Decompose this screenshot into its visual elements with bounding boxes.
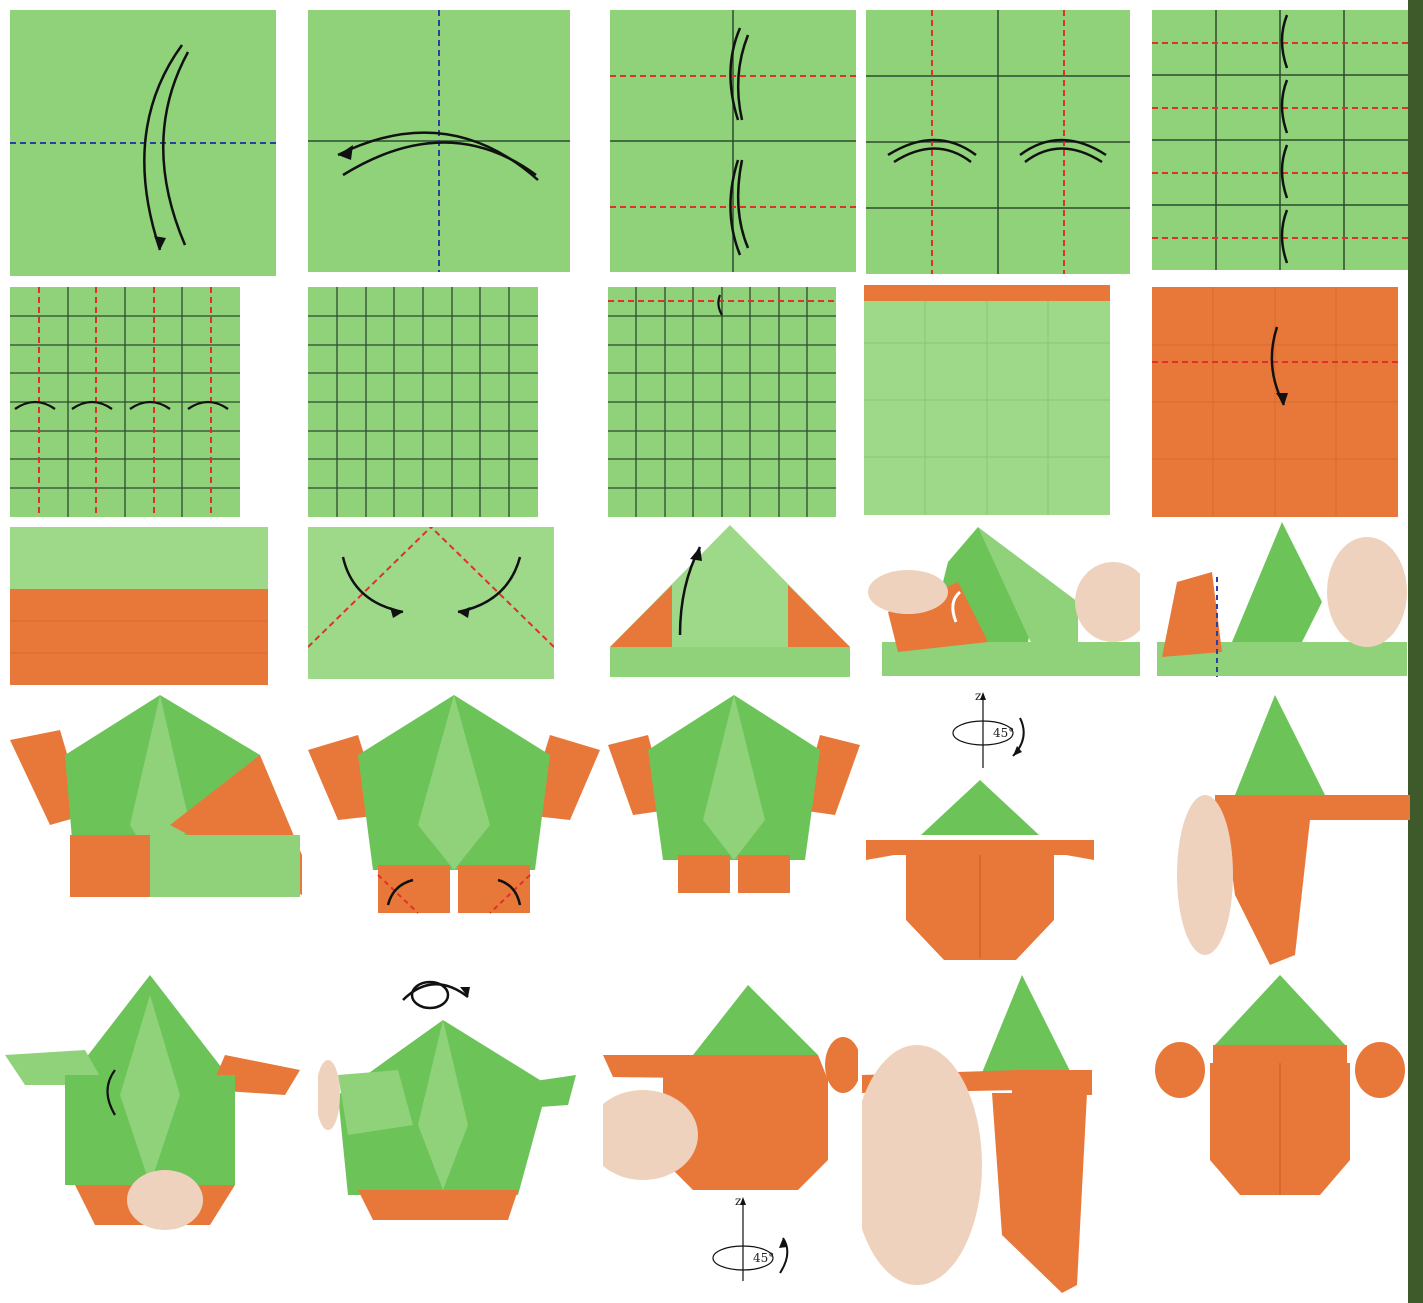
step-1-fold-in-half xyxy=(10,10,276,276)
step-19-rotated-head xyxy=(866,780,1094,960)
fold-arrow-icon xyxy=(144,45,188,250)
step-21-back-fold-arrow xyxy=(5,975,300,1230)
turn-over-icon xyxy=(403,982,470,1008)
step-11-half-folded xyxy=(10,527,268,685)
step-8-fold-top-strip xyxy=(608,287,836,517)
axis-label: z xyxy=(735,1194,741,1208)
step-16-hat-left-fold xyxy=(10,695,302,900)
step-13-triangle xyxy=(610,525,850,677)
step-17-fold-bottom-corners xyxy=(308,695,600,915)
step-25-finished-head xyxy=(1155,975,1405,1200)
angle-label: 45° xyxy=(753,1251,774,1265)
step-6-vertical-eighths xyxy=(10,287,240,517)
step-12-fold-corners-down xyxy=(308,527,554,679)
step-24-side-view-brim xyxy=(862,975,1097,1293)
step-4-quarter-folds xyxy=(866,10,1130,274)
step-5-eighth-folds xyxy=(1152,10,1408,270)
step-20-side-view xyxy=(1175,695,1410,970)
step-10-fold-in-half-orange xyxy=(1152,287,1398,517)
axis-label: z xyxy=(975,689,981,703)
step-15-squash-right xyxy=(1152,522,1408,677)
page-edge-bar xyxy=(1408,0,1423,1303)
step-7-grid xyxy=(308,287,538,517)
rotate-axis-icon: z 45° xyxy=(705,1193,795,1283)
step-2-fold-in-half xyxy=(308,10,570,272)
step-14-squash-left xyxy=(868,522,1140,677)
rotate-axis-icon: z 45° xyxy=(945,688,1035,778)
step-18-corners-folded xyxy=(608,695,860,895)
step-23-rotated-front xyxy=(603,985,858,1190)
angle-label: 45° xyxy=(993,726,1014,740)
step-22-turn-over xyxy=(318,975,576,1225)
step-9-folded-strip xyxy=(864,285,1110,515)
step-3-quarter-folds xyxy=(610,10,856,272)
